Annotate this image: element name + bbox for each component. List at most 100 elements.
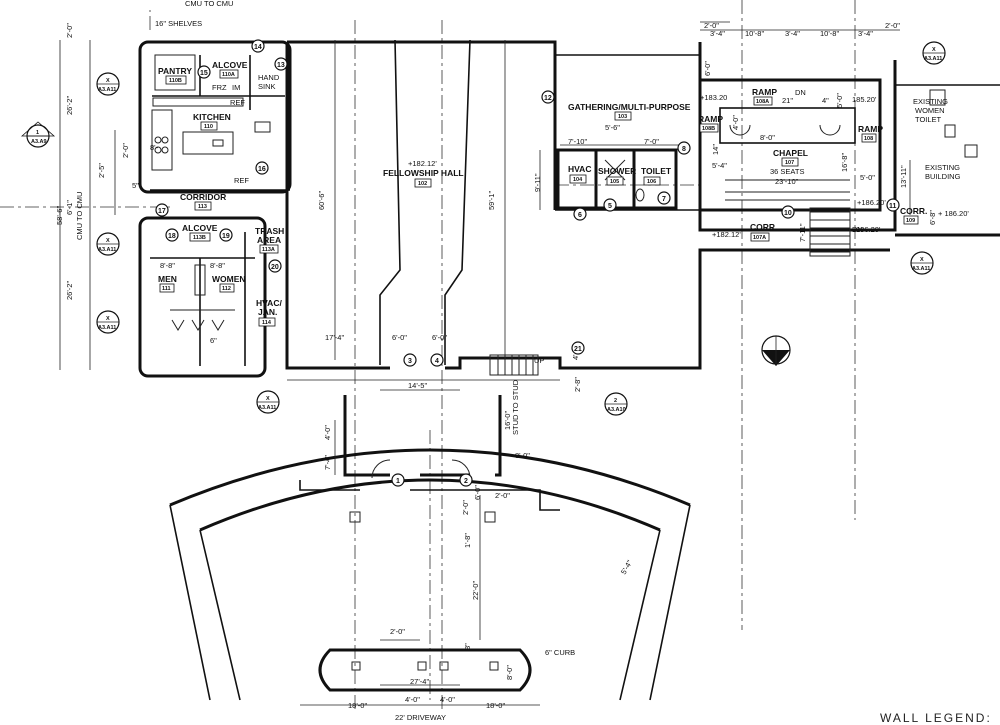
bubble-20-text: 20 xyxy=(271,264,279,271)
ramp-b-label: RAMP xyxy=(698,114,723,124)
detail-marker-x6-sheet: A3.A11 xyxy=(912,266,930,272)
bubble-8-text: 8 xyxy=(682,146,686,153)
kitchen-label: KITCHEN xyxy=(193,112,231,122)
bubble-13-text: 13 xyxy=(277,62,285,69)
dim-34a: 3'-4" xyxy=(710,29,725,38)
bubble-20: 20 xyxy=(268,259,282,273)
section-marker-2-num: 2 xyxy=(614,398,617,404)
alcove-a-number: 110A xyxy=(222,72,235,78)
bubble-11: 11 xyxy=(886,198,900,212)
detail-marker-x1-sheet: A3.A11 xyxy=(98,87,116,93)
elevations: +182.12' +183.20 185.20' 186.20' + 186.2… xyxy=(408,93,969,239)
bubble-8: 8 xyxy=(677,141,691,155)
bubble-16-text: 16 xyxy=(258,166,266,173)
note-stud: STUD TO STUD xyxy=(511,379,520,435)
detail-marker-x6-num: X xyxy=(920,257,924,263)
bubble-15: 15 xyxy=(197,65,211,79)
gathering-label: GATHERING/MULTI-PURPOSE xyxy=(568,102,691,112)
corr-a-number: 107A xyxy=(753,235,766,241)
men-label: MEN xyxy=(158,274,177,284)
dim-70: 7'-0" xyxy=(644,137,659,146)
kitchen-number: 110 xyxy=(204,124,213,130)
hvac-label: HVAC xyxy=(568,164,591,174)
dim-34c: 3'-4" xyxy=(858,29,873,38)
shower-label: SHOWER xyxy=(598,166,636,176)
bubble-18-text: 18 xyxy=(168,233,176,240)
bubble-7-text: 7 xyxy=(662,196,666,203)
bubble-1-text: 1 xyxy=(396,478,400,485)
elev-ext-left: 186.20' xyxy=(856,225,881,234)
bubble-2-text: 2 xyxy=(464,478,468,485)
dim-2620-bot: 26'-2" xyxy=(65,281,74,300)
fellowship-number: 102 xyxy=(418,181,427,187)
detail-marker-x5-num: X xyxy=(932,47,936,53)
toilet-label: TOILET xyxy=(641,166,672,176)
chapel-number: 107 xyxy=(785,160,794,166)
detail-marker-x1: X A3.A11 xyxy=(96,72,120,96)
dim-160: 16'-0" xyxy=(503,411,512,430)
hvac-jan-number: 114 xyxy=(262,320,272,326)
fellowship-label: FELLOWSHIP HALL xyxy=(383,168,464,178)
detail-marker-x4: X A3.A11 xyxy=(256,390,280,414)
dim-88a: 8'-8" xyxy=(160,261,175,270)
dim-top-left: 2'-0" xyxy=(65,23,74,38)
elev-ramp-right: 185.20' xyxy=(852,95,877,104)
entry-walls xyxy=(169,395,691,701)
dim-108b: 10'-8" xyxy=(820,29,839,38)
hvac-jan-label-2: JAN. xyxy=(258,307,277,317)
dim-50b: 5'-0" xyxy=(860,173,875,182)
dim-40d: 4'-0" xyxy=(731,115,740,130)
bubble-5: 5 xyxy=(603,198,617,212)
section-marker-2: 2 A3.A10 xyxy=(604,392,628,416)
note-dn-1: DN xyxy=(795,88,806,97)
detail-marker-x5-sheet: A3.A11 xyxy=(924,56,942,62)
dim-2310: 23'-10" xyxy=(775,177,799,186)
corridor-label: CORRIDOR xyxy=(180,192,226,202)
dim-180b: 18'-0" xyxy=(486,701,505,710)
note-im: IM xyxy=(232,83,240,92)
detail-marker-x3-num: X xyxy=(106,316,110,322)
ramp-a-number: 108A xyxy=(756,99,769,105)
dim-2620-top: 26'-2" xyxy=(65,96,74,115)
dim-20e: 2'-0" xyxy=(704,21,719,30)
pantry-label: PANTRY xyxy=(158,66,192,76)
dim-20d: 2'-0" xyxy=(390,627,405,636)
left-wing-walls xyxy=(138,40,292,378)
note-hand: HAND xyxy=(258,73,280,82)
elev-ramp-top: +183.20 xyxy=(700,93,727,102)
dim-9110: 9'-11" xyxy=(533,173,542,192)
note-existing-bldg-1: EXISTING xyxy=(925,163,960,172)
corridor-number: 113 xyxy=(198,204,207,210)
bubble-1: 1 xyxy=(391,473,405,487)
bubble-7: 7 xyxy=(657,191,671,205)
dim-606: 60'-6" xyxy=(317,191,326,210)
dim-168: 16'-8" xyxy=(840,153,849,172)
detail-marker-x2-sheet: A3.A11 xyxy=(98,247,116,253)
note-ref-2: REF xyxy=(234,176,249,185)
note-up: UP xyxy=(534,356,544,365)
dim-40: 4'-0" xyxy=(323,425,332,440)
note-shelves: 16" SHELVES xyxy=(155,19,202,28)
dim-710: 7'-10" xyxy=(568,137,587,146)
dim-180a: 18'-0" xyxy=(348,701,367,710)
bubble-21: 21 xyxy=(571,341,585,355)
dim-20a: 2'-0" xyxy=(121,143,130,158)
dim-591: 59'-1" xyxy=(487,191,496,210)
bubble-4-text: 4 xyxy=(435,358,439,365)
detail-marker-x5: X A3.A11 xyxy=(922,41,946,65)
dim-4a: 4" xyxy=(822,96,829,105)
dim-8: 8" xyxy=(463,643,472,650)
wall-legend: WALL LEGEND: xyxy=(880,711,992,725)
dimension-lines xyxy=(59,21,911,706)
detail-marker-x3-sheet: A3.A11 xyxy=(98,325,116,331)
dim-1451: 14'-5" xyxy=(408,381,427,390)
alcove-b-label: ALCOVE xyxy=(182,223,218,233)
dim-1742: 17'-4" xyxy=(325,333,344,342)
detail-marker-x4-num: X xyxy=(266,396,270,402)
bubble-10-text: 10 xyxy=(784,210,792,217)
bubble-2: 2 xyxy=(459,473,473,487)
section-marker-1-sheet: A3.A9 xyxy=(31,139,47,145)
detail-marker-x2-num: X xyxy=(106,238,110,244)
note-curb: 6" CURB xyxy=(545,648,575,657)
